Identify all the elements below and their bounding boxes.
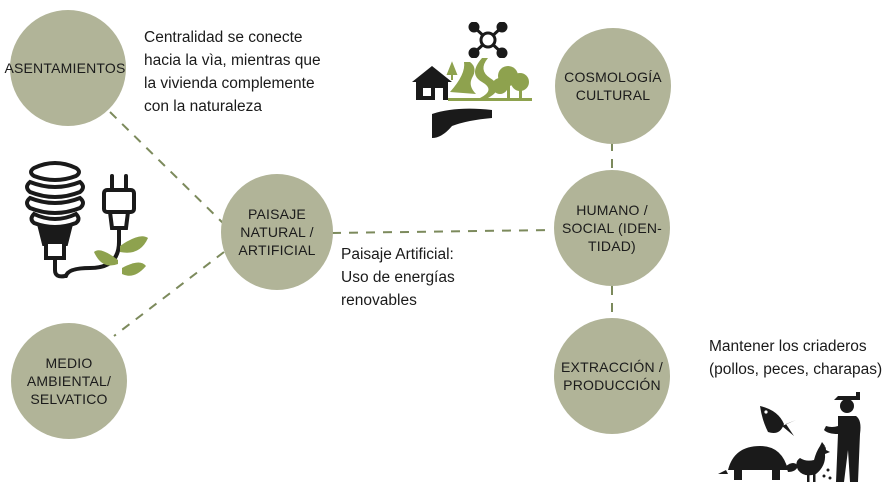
drone-icon xyxy=(468,22,508,58)
node-asentamientos: ASENTAMIENTOS xyxy=(4,10,126,126)
house-landscape-hand-icon xyxy=(412,58,532,138)
note-asentamientos-line1: Centralidad se conecte xyxy=(144,29,303,46)
fish-icon xyxy=(760,406,796,436)
node-extraccion: EXTRACCIÓN / PRODUCCIÓN xyxy=(554,318,670,434)
node-medio-line2: AMBIENTAL/ xyxy=(26,373,112,389)
node-humano-line2: SOCIAL (IDEN- xyxy=(561,220,663,236)
node-paisaje-line3: ARTIFICIAL xyxy=(238,242,316,258)
turtle-icon xyxy=(718,446,798,480)
connector-paisaje-medio xyxy=(113,251,225,337)
energy-saving-bulb-icon xyxy=(25,161,85,279)
note-criaderos-line1: Mantener los criaderos xyxy=(709,338,867,355)
note-asentamientos-line2: hacia la vìa, mientras que xyxy=(144,52,321,69)
note-criaderos-line2: (pollos, peces, charapas) xyxy=(709,361,883,378)
node-cosmologia-line1: COSMOLOGÍA xyxy=(564,69,662,85)
node-extraccion-line1: EXTRACCIÓN / xyxy=(561,359,663,375)
plug-with-leaves-icon xyxy=(64,174,148,278)
connector-asentamientos-paisaje xyxy=(109,111,229,229)
note-asentamientos-line3: la vivienda complemente xyxy=(144,75,315,92)
node-cosmologia-line2: CULTURAL xyxy=(575,87,651,103)
node-extraccion-line2: PRODUCCIÓN xyxy=(563,377,661,393)
note-paisaje-artificial: Paisaje Artificial: Uso de energías reno… xyxy=(341,243,455,312)
node-paisaje-line2: NATURAL / xyxy=(240,224,314,240)
note-paisaje-line3: renovables xyxy=(341,292,417,309)
node-humano: HUMANO / SOCIAL (IDEN- TIDAD) xyxy=(554,170,670,286)
connector-paisaje-humano xyxy=(331,229,553,234)
note-paisaje-line2: Uso de energías xyxy=(341,269,455,286)
note-criaderos: Mantener los criaderos (pollos, peces, c… xyxy=(709,335,882,381)
node-medio: MEDIO AMBIENTAL/ SELVATICO xyxy=(11,323,127,439)
node-asentamientos-label: ASENTAMIENTOS xyxy=(4,60,126,76)
node-cosmologia: COSMOLOGÍA CULTURAL xyxy=(555,28,671,144)
node-medio-line1: MEDIO xyxy=(45,355,93,371)
note-asentamientos: Centralidad se conecte hacia la vìa, mie… xyxy=(144,26,321,118)
node-humano-line3: TIDAD) xyxy=(588,238,636,254)
node-medio-line3: SELVATICO xyxy=(30,391,108,407)
note-asentamientos-line4: con la naturaleza xyxy=(144,98,263,115)
note-paisaje-line1: Paisaje Artificial: xyxy=(341,246,454,263)
node-paisaje-line1: PAISAJE xyxy=(248,206,306,222)
chicken-icon xyxy=(796,442,830,482)
farmer-icon xyxy=(822,392,861,482)
node-humano-line1: HUMANO / xyxy=(576,202,648,218)
node-paisaje: PAISAJE NATURAL / ARTIFICIAL xyxy=(221,174,333,290)
